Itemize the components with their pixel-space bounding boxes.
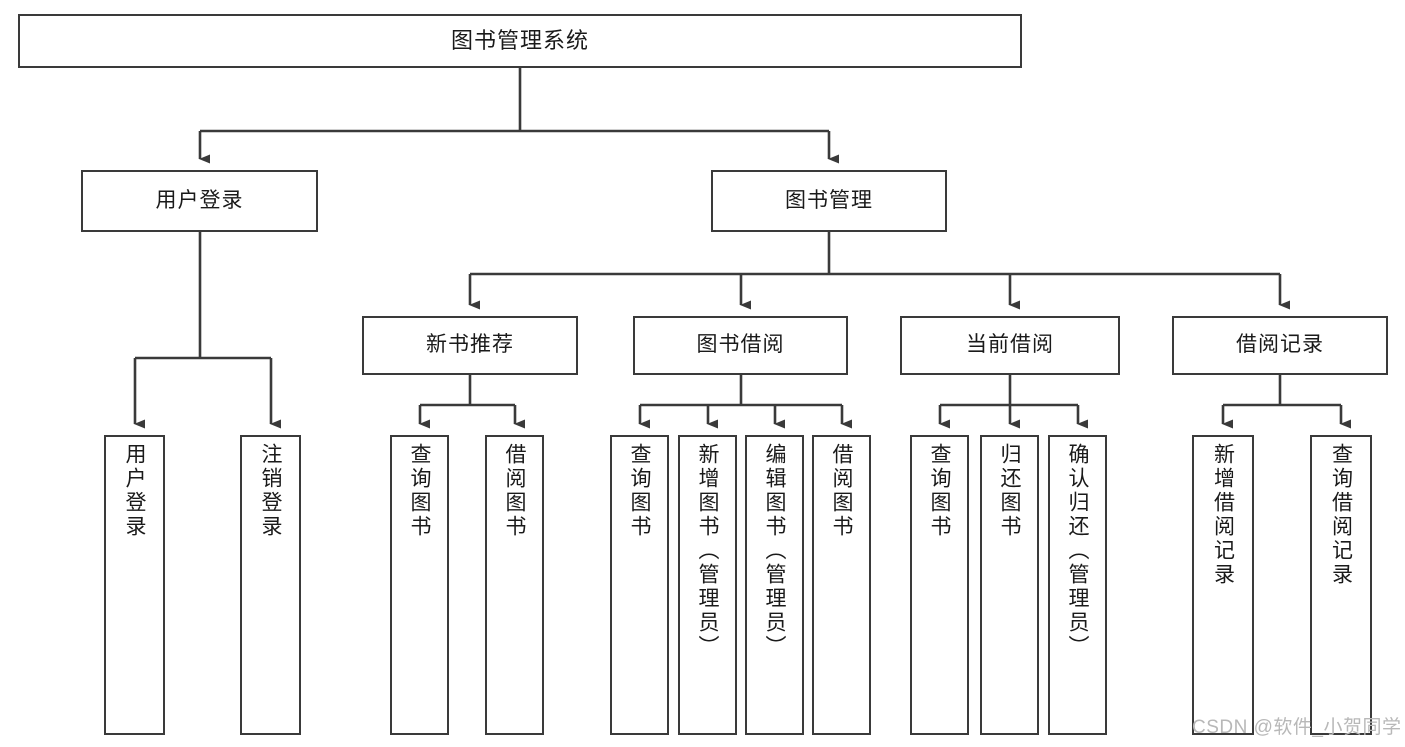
node-leaf-bb-borrow[interactable]: 借阅图书 (812, 435, 871, 735)
node-leaf-br-query[interactable]: 查询借阅记录 (1310, 435, 1372, 735)
node-new-book-rec[interactable]: 新书推荐 (362, 316, 578, 375)
node-label-leaf-bb-add: 新增图书（管理员） (696, 443, 719, 659)
node-leaf-cb-query[interactable]: 查询图书 (910, 435, 969, 735)
node-label-root: 图书管理系统 (450, 28, 589, 54)
node-label-leaf-br-query: 查询借阅记录 (1329, 443, 1353, 587)
csdn-watermark: CSDN @软件_小贺同学 (1192, 717, 1402, 738)
node-leaf-cb-confirm[interactable]: 确认归还（管理员） (1048, 435, 1107, 735)
node-label-borrow-record: 借阅记录 (1236, 333, 1324, 357)
node-label-user-login: 用户登录 (155, 188, 244, 212)
node-label-leaf-cb-return: 归还图书 (998, 443, 1021, 539)
node-label-leaf-cb-confirm: 确认归还（管理员） (1066, 443, 1089, 659)
node-label-leaf-bb-edit: 编辑图书（管理员） (763, 443, 786, 659)
node-label-book-borrow: 图书借阅 (696, 333, 785, 357)
node-label-new-book-rec: 新书推荐 (426, 333, 514, 357)
node-leaf-br-add[interactable]: 新增借阅记录 (1192, 435, 1254, 735)
node-borrow-record[interactable]: 借阅记录 (1172, 316, 1388, 375)
node-leaf-bb-query[interactable]: 查询图书 (610, 435, 669, 735)
node-root[interactable]: 图书管理系统 (18, 14, 1022, 68)
node-book-manage[interactable]: 图书管理 (711, 170, 947, 232)
node-leaf-rec-borrow[interactable]: 借阅图书 (485, 435, 544, 735)
node-leaf-bb-edit[interactable]: 编辑图书（管理员） (745, 435, 804, 735)
node-leaf-bb-add[interactable]: 新增图书（管理员） (678, 435, 737, 735)
node-label-leaf-br-add: 新增借阅记录 (1211, 443, 1235, 587)
node-label-leaf-user-logout: 注销登录 (259, 443, 282, 539)
node-label-book-manage: 图书管理 (785, 188, 873, 212)
node-label-leaf-bb-borrow: 借阅图书 (830, 443, 853, 539)
node-leaf-user-logout[interactable]: 注销登录 (240, 435, 301, 735)
node-label-leaf-rec-query: 查询图书 (408, 443, 431, 539)
node-label-leaf-user-login: 用户登录 (123, 443, 146, 539)
node-label-leaf-cb-query: 查询图书 (928, 443, 951, 539)
node-book-borrow[interactable]: 图书借阅 (633, 316, 848, 375)
node-label-leaf-rec-borrow: 借阅图书 (503, 443, 526, 539)
node-label-leaf-bb-query: 查询图书 (628, 443, 651, 539)
node-leaf-rec-query[interactable]: 查询图书 (390, 435, 449, 735)
node-leaf-user-login[interactable]: 用户登录 (104, 435, 165, 735)
node-user-login[interactable]: 用户登录 (81, 170, 318, 232)
node-current-borrow[interactable]: 当前借阅 (900, 316, 1120, 375)
node-label-current-borrow: 当前借阅 (966, 333, 1054, 357)
node-leaf-cb-return[interactable]: 归还图书 (980, 435, 1039, 735)
